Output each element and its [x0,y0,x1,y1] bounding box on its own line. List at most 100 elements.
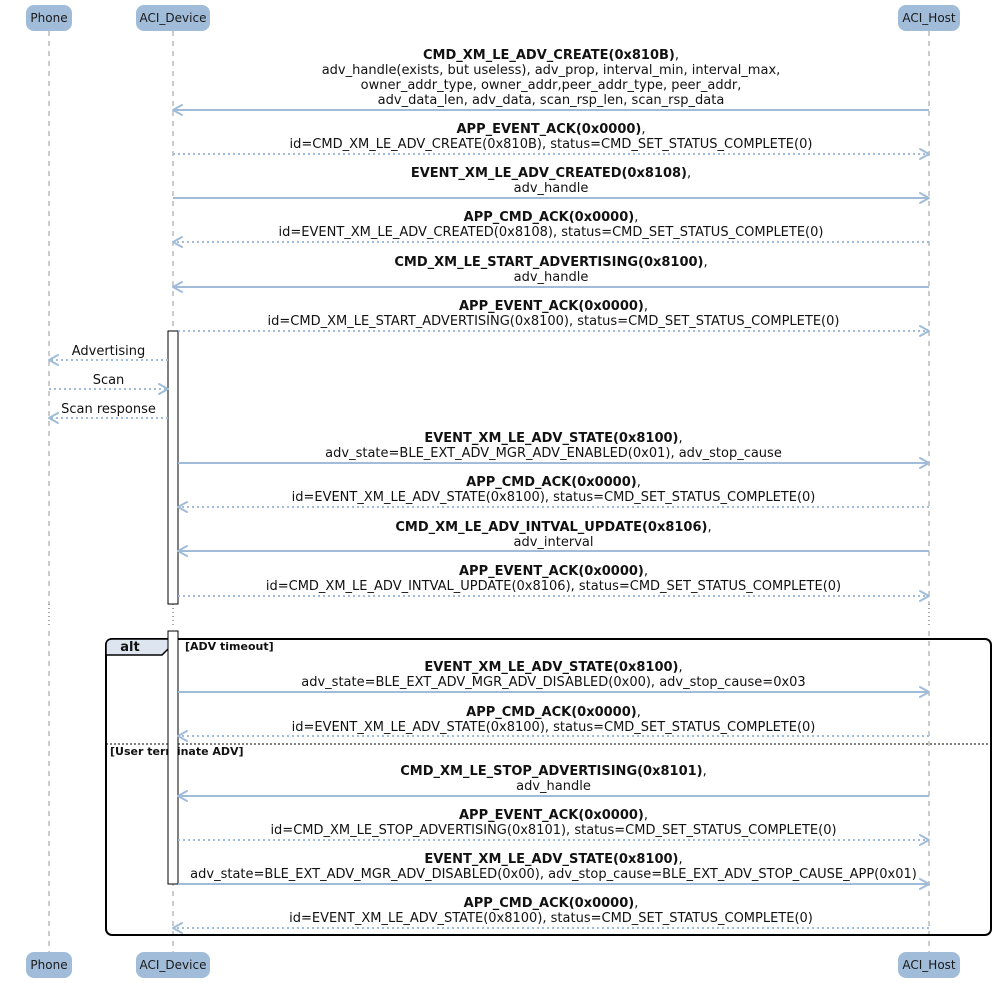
message-params: id=CMD_XM_LE_START_ADVERTISING(0x8100), … [268,314,840,329]
message-command: APP_CMD_ACK(0x0000) [464,210,635,225]
message-params: adv_state=BLE_EXT_ADV_MGR_ADV_DISABLED(0… [190,867,917,882]
message: APP_CMD_ACK(0x0000),id=EVENT_XM_LE_ADV_C… [172,210,929,248]
message: CMD_XM_LE_STOP_ADVERTISING(0x8101),adv_h… [177,764,929,802]
message-title: APP_CMD_ACK(0x0000), [464,896,639,911]
message-params: adv_interval [514,535,594,550]
message-params: id=EVENT_XM_LE_ADV_STATE(0x8100), status… [292,720,816,735]
message-command: APP_EVENT_ACK(0x0000) [459,564,644,579]
message: EVENT_XM_LE_ADV_STATE(0x8100),adv_state=… [178,852,930,890]
alt-label: alt [120,640,139,655]
arrowhead [172,104,183,116]
message-command: EVENT_XM_LE_ADV_STATE(0x8100) [424,431,678,446]
participant-host: ACI_Host [898,5,960,31]
message: CMD_XM_LE_ADV_INTVAL_UPDATE(0x8106),adv_… [177,520,929,557]
arrowhead [172,922,183,934]
participant-box [136,952,210,978]
message-command: APP_CMD_ACK(0x0000) [466,705,637,720]
message-command: CMD_XM_LE_ADV_CREATE(0x810B) [423,48,675,63]
message: APP_EVENT_ACK(0x0000),id=CMD_XM_LE_STOP_… [178,808,930,846]
message-params: owner_addr_type, owner_addr,peer_addr_ty… [361,78,742,93]
arrowhead [172,236,183,248]
message-title: APP_EVENT_ACK(0x0000), [459,564,648,579]
message-command: EVENT_XM_LE_ADV_STATE(0x8100) [424,660,678,675]
message-params: id=EVENT_XM_LE_ADV_STATE(0x8100), status… [289,911,813,926]
participant-device: ACI_Device [136,5,210,31]
message: APP_CMD_ACK(0x0000),id=EVENT_XM_LE_ADV_S… [177,475,929,513]
arrowhead [48,412,59,424]
activation-bar [167,330,179,605]
participant-label: Phone [30,958,67,972]
message-label: Advertising [72,344,146,359]
arrowhead [919,590,930,602]
arrowhead [919,457,930,469]
participant-device: ACI_Device [136,952,210,978]
arrowhead [48,354,59,366]
message-command: EVENT_XM_LE_ADV_CREATED(0x8108) [411,166,687,181]
message: APP_EVENT_ACK(0x0000),id=CMD_XM_LE_ADV_C… [173,122,930,160]
arrowhead [172,281,183,293]
message-title: CMD_XM_LE_ADV_INTVAL_UPDATE(0x8106), [395,520,711,535]
message-params: id=CMD_XM_LE_STOP_ADVERTISING(0x8101), s… [270,823,836,838]
message-title: EVENT_XM_LE_ADV_STATE(0x8100), [424,431,682,446]
message-title: EVENT_XM_LE_ADV_STATE(0x8100), [424,852,682,867]
message-params: adv_state=BLE_EXT_ADV_MGR_ADV_DISABLED(0… [301,675,805,690]
arrowhead [919,192,930,204]
message-label: Scan response [61,402,156,417]
message: Advertising [48,344,168,366]
message-command: APP_EVENT_ACK(0x0000) [457,122,642,137]
message-title: APP_EVENT_ACK(0x0000), [459,299,648,314]
arrowhead [919,148,930,160]
message-params: id=CMD_XM_LE_ADV_CREATE(0x810B), status=… [290,137,813,152]
message-params: id=CMD_XM_LE_ADV_INTVAL_UPDATE(0x8106), … [266,579,841,594]
message-title: APP_CMD_ACK(0x0000), [466,705,641,720]
participant-label: ACI_Device [140,958,207,972]
arrowhead [177,501,188,513]
message-label: Scan [93,373,125,388]
message-command: CMD_XM_LE_START_ADVERTISING(0x8100) [394,255,703,270]
arrowhead [919,878,930,890]
message-params: adv_state=BLE_EXT_ADV_MGR_ADV_ENABLED(0x… [325,446,782,461]
participant-label: ACI_Host [902,11,956,25]
message-command: EVENT_XM_LE_ADV_STATE(0x8100) [424,852,678,867]
message-params: adv_handle [514,270,589,285]
arrowhead [158,383,169,395]
participant-box [26,5,72,31]
message-params: adv_data_len, adv_data, scan_rsp_len, sc… [378,93,725,108]
arrowhead [177,790,188,802]
message-params: adv_handle [514,181,589,196]
message: Scan [49,373,169,395]
message-command: APP_EVENT_ACK(0x0000) [459,808,644,823]
participant-label: ACI_Device [140,11,207,25]
message: APP_EVENT_ACK(0x0000),id=CMD_XM_LE_START… [178,299,930,337]
participant-phone: Phone [26,952,72,978]
activation-bar [167,630,179,885]
participant-box [898,952,960,978]
message: EVENT_XM_LE_ADV_STATE(0x8100),adv_state=… [178,431,930,469]
message-title: APP_CMD_ACK(0x0000), [464,210,639,225]
participant-host: ACI_Host [898,952,960,978]
message-params: adv_handle [516,779,591,794]
participant-phone: Phone [26,5,72,31]
message-title: APP_CMD_ACK(0x0000), [466,475,641,490]
message: EVENT_XM_LE_ADV_CREATED(0x8108),adv_hand… [173,166,930,204]
arrowhead [177,730,188,742]
message: CMD_XM_LE_START_ADVERTISING(0x8100),adv_… [172,255,929,293]
message-title: CMD_XM_LE_STOP_ADVERTISING(0x8101), [400,764,707,779]
message-command: APP_CMD_ACK(0x0000) [464,896,635,911]
message-command: APP_EVENT_ACK(0x0000) [459,299,644,314]
message-params: id=EVENT_XM_LE_ADV_CREATED(0x8108), stat… [279,225,824,240]
arrowhead [919,834,930,846]
arrowhead [919,325,930,337]
alt-frame-tab [105,638,171,656]
message-command: CMD_XM_LE_ADV_INTVAL_UPDATE(0x8106) [395,520,707,535]
message-command: CMD_XM_LE_STOP_ADVERTISING(0x8101) [400,764,702,779]
message-params: adv_handle(exists, but useless), adv_pro… [322,63,781,78]
message: APP_CMD_ACK(0x0000),id=EVENT_XM_LE_ADV_S… [177,705,929,742]
arrowhead [919,686,930,698]
participant-box [136,5,210,31]
message-command: APP_CMD_ACK(0x0000) [466,475,637,490]
participant-box [898,5,960,31]
message-title: EVENT_XM_LE_ADV_STATE(0x8100), [424,660,682,675]
participant-label: ACI_Host [902,958,956,972]
message-title: APP_EVENT_ACK(0x0000), [459,808,648,823]
